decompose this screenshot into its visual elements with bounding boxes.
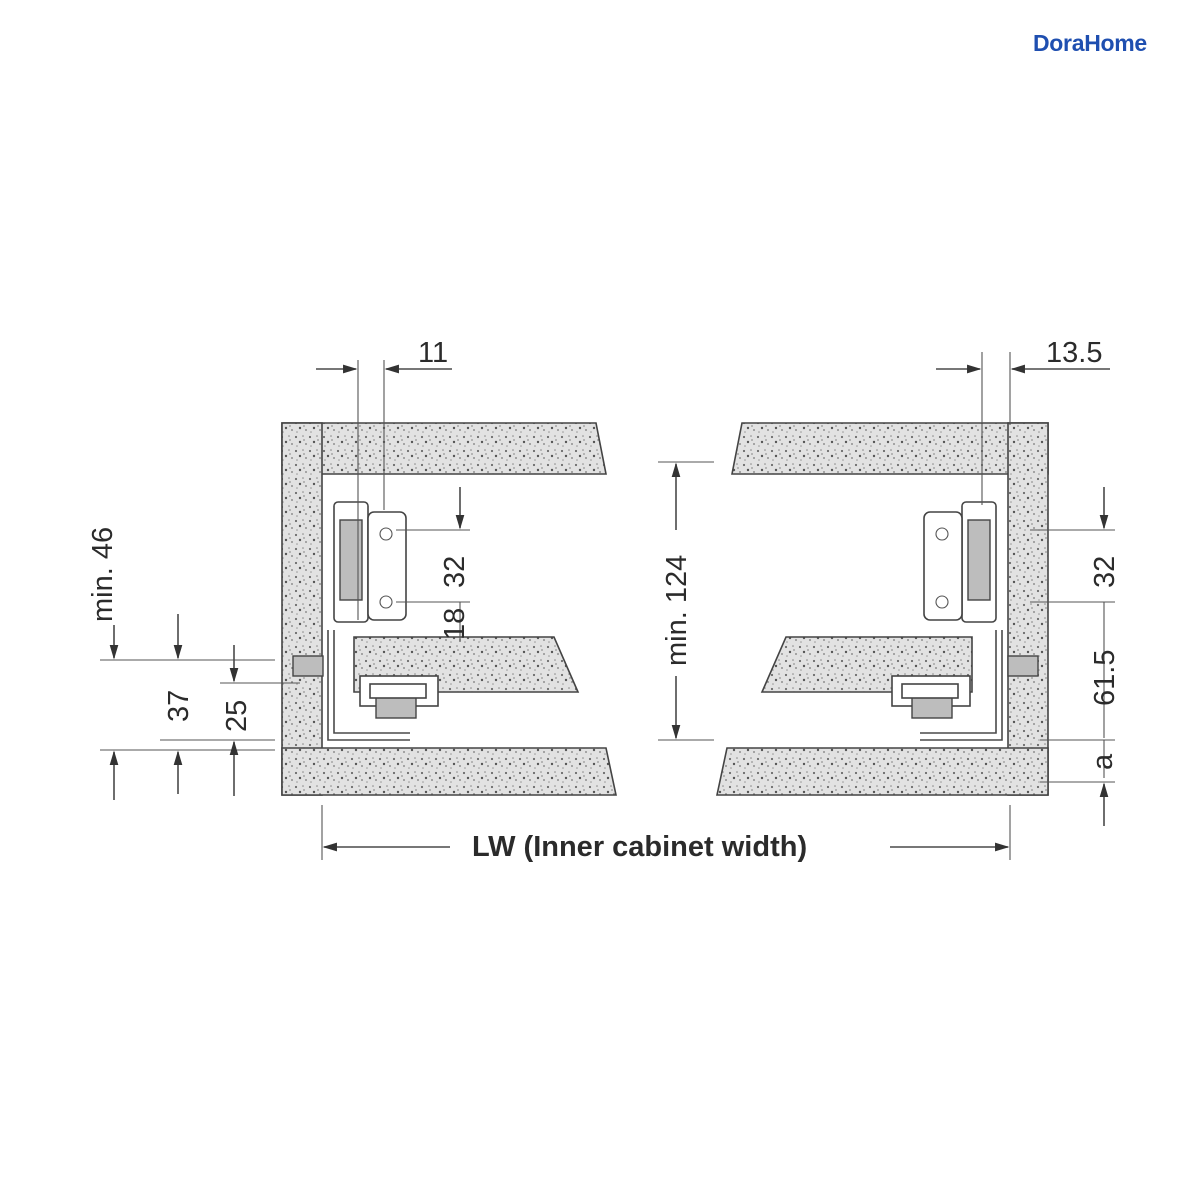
right-top-board: [731, 422, 1049, 475]
dim-label-min-124: min. 124: [661, 555, 693, 666]
left-screw-top: [379, 527, 393, 541]
right-side-board: [1007, 422, 1049, 796]
dim-label-lw: LW (Inner cabinet width): [472, 831, 807, 863]
dim-label-32-left: 32: [439, 556, 471, 588]
left-fixing-screw: [292, 655, 324, 677]
right-hinge-core: [967, 519, 991, 601]
dim-label-61-5: 61.5: [1089, 650, 1121, 706]
dim-label-18: 18: [439, 608, 471, 640]
left-bottom-board: [281, 747, 617, 796]
dim-label-13-5: 13.5: [1046, 337, 1102, 369]
left-hinge-core: [339, 519, 363, 601]
brand-logo: DoraHome: [1033, 30, 1147, 56]
dim-label-25: 25: [221, 700, 253, 732]
dimension-lines: [100, 352, 1115, 860]
right-screw-bottom: [935, 595, 949, 609]
right-fixing-screw: [1007, 655, 1039, 677]
right-cabinet-section: [716, 422, 1049, 796]
dim-label-11: 11: [418, 337, 448, 369]
dim-label-37: 37: [163, 690, 195, 722]
left-hinge-plate: [367, 511, 407, 621]
dim-label-a: a: [1087, 753, 1119, 770]
left-screw-bottom: [379, 595, 393, 609]
right-drawer-side: [920, 630, 1003, 741]
dim-label-min-46: min. 46: [87, 527, 119, 622]
right-screw-top: [935, 527, 949, 541]
left-drawer-side: [327, 630, 410, 741]
dim-label-32-right: 32: [1089, 556, 1121, 588]
left-side-board: [281, 422, 323, 796]
right-hinge-plate: [923, 511, 963, 621]
right-bottom-board: [716, 747, 1049, 796]
left-cabinet-section: [281, 422, 617, 796]
left-top-board: [281, 422, 607, 475]
